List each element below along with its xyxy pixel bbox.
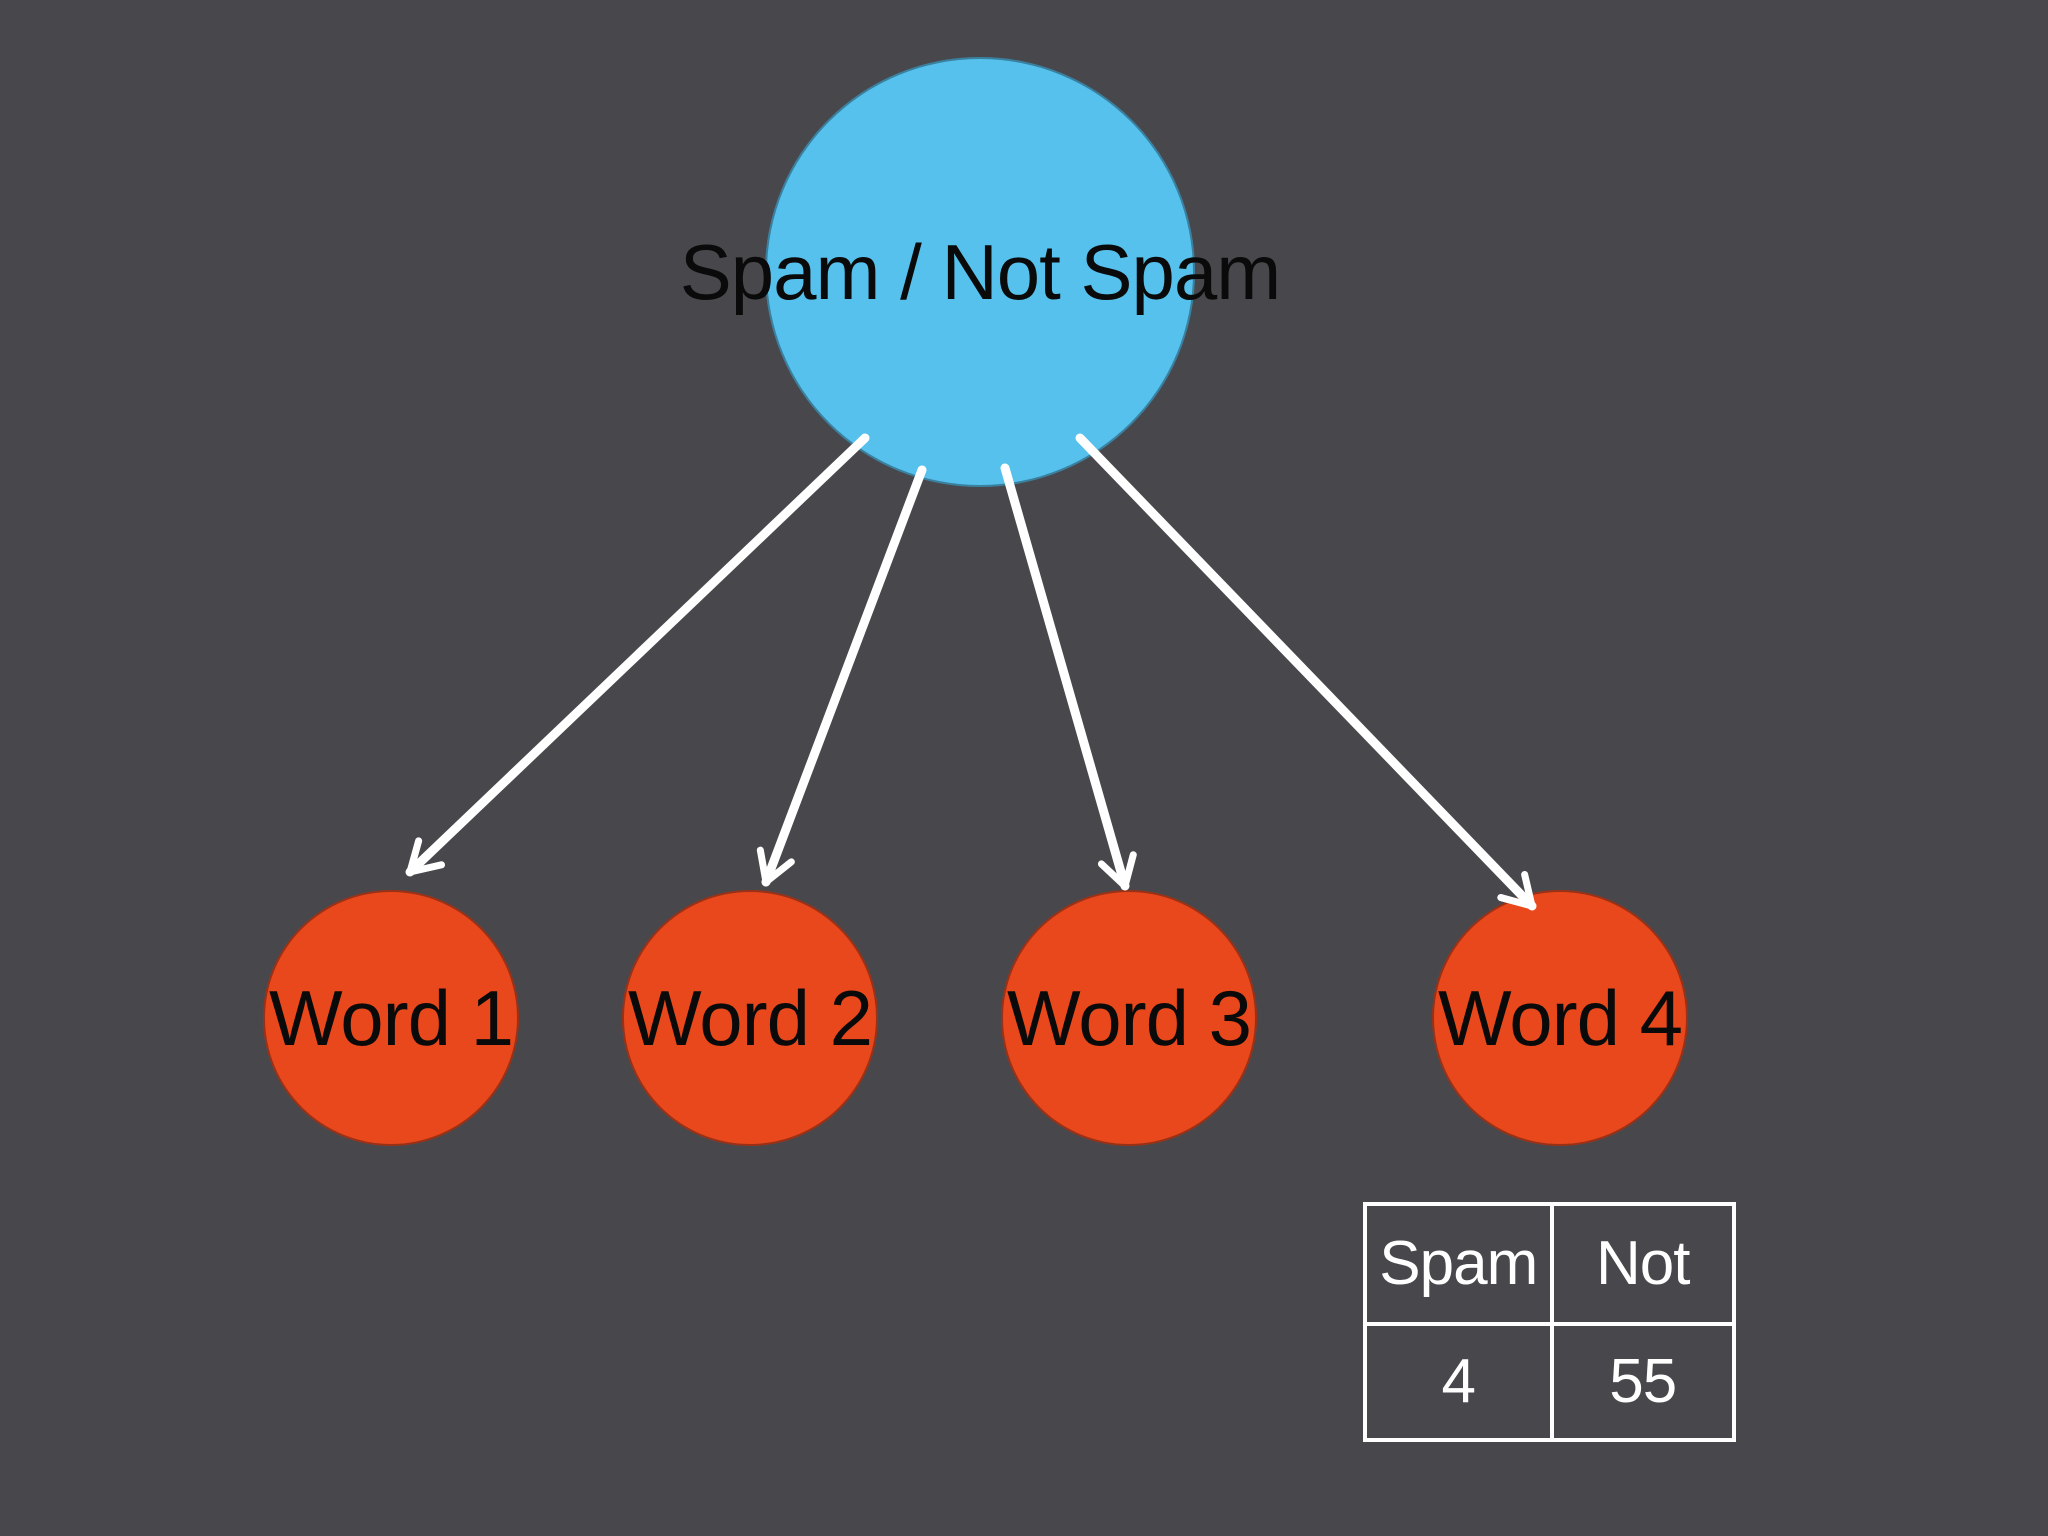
count-table-value-not: 55	[1549, 1322, 1732, 1438]
word-3-label: Word 3	[1007, 974, 1252, 1062]
count-table-header-not: Not	[1549, 1206, 1733, 1322]
diagram-node-word-4: Word 4	[1432, 890, 1688, 1146]
count-table-header-spam: Spam	[1379, 1229, 1538, 1298]
word-1-label: Word 1	[269, 974, 514, 1062]
root-node-label: Spam / Not Spam	[679, 228, 1282, 316]
arrow-root-to-word-2	[756, 465, 927, 887]
arrow-root-to-word-3	[1000, 463, 1137, 891]
diagram-node-word-2: Word 2	[622, 890, 878, 1146]
count-table-value-spam: 4	[1367, 1322, 1550, 1438]
diagram-node-word-1: Word 1	[263, 890, 519, 1146]
word-2-label: Word 2	[628, 974, 873, 1062]
count-table: Spam Not 4 55	[1363, 1202, 1736, 1442]
arrow-root-to-word-1	[405, 433, 870, 877]
diagram-node-spam-notspam: Spam / Not Spam	[680, 57, 1281, 487]
diagram-node-word-3: Word 3	[1001, 890, 1257, 1146]
word-4-label: Word 4	[1438, 974, 1683, 1062]
arrow-root-to-word-4	[1075, 433, 1537, 911]
